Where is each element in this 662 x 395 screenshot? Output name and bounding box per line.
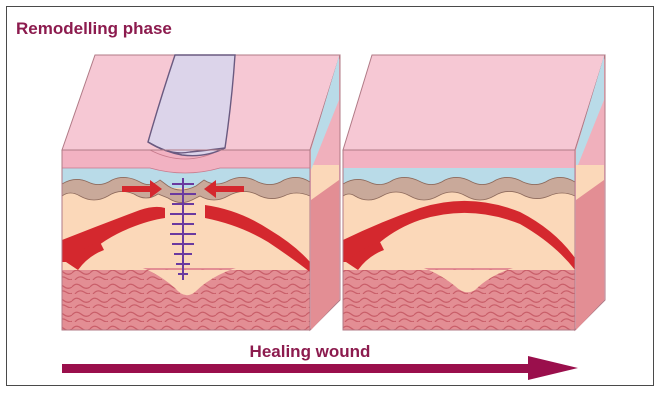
skin-top-surface-healed [343,55,605,150]
healing-wound-label: Healing wound [230,342,390,362]
wound-block-after [343,55,605,330]
arrow-head-icon [528,356,578,380]
wound-block-before [62,55,340,330]
diagram-title: Remodelling phase [16,19,172,39]
